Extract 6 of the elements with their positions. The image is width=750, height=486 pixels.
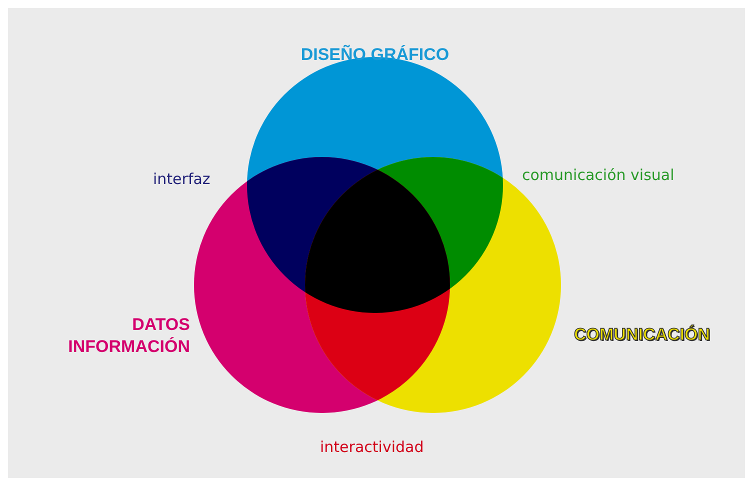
set-title: DATOS INFORMACIÓN [60, 314, 190, 358]
overlap-label: comunicación visual [522, 166, 674, 184]
set-title: DISEÑO GRÁFICO [300, 44, 450, 66]
overlap-label: interactividad [320, 438, 424, 456]
set-title: COMUNICACIÓN [574, 324, 734, 346]
overlap-label: interfaz [153, 170, 210, 188]
